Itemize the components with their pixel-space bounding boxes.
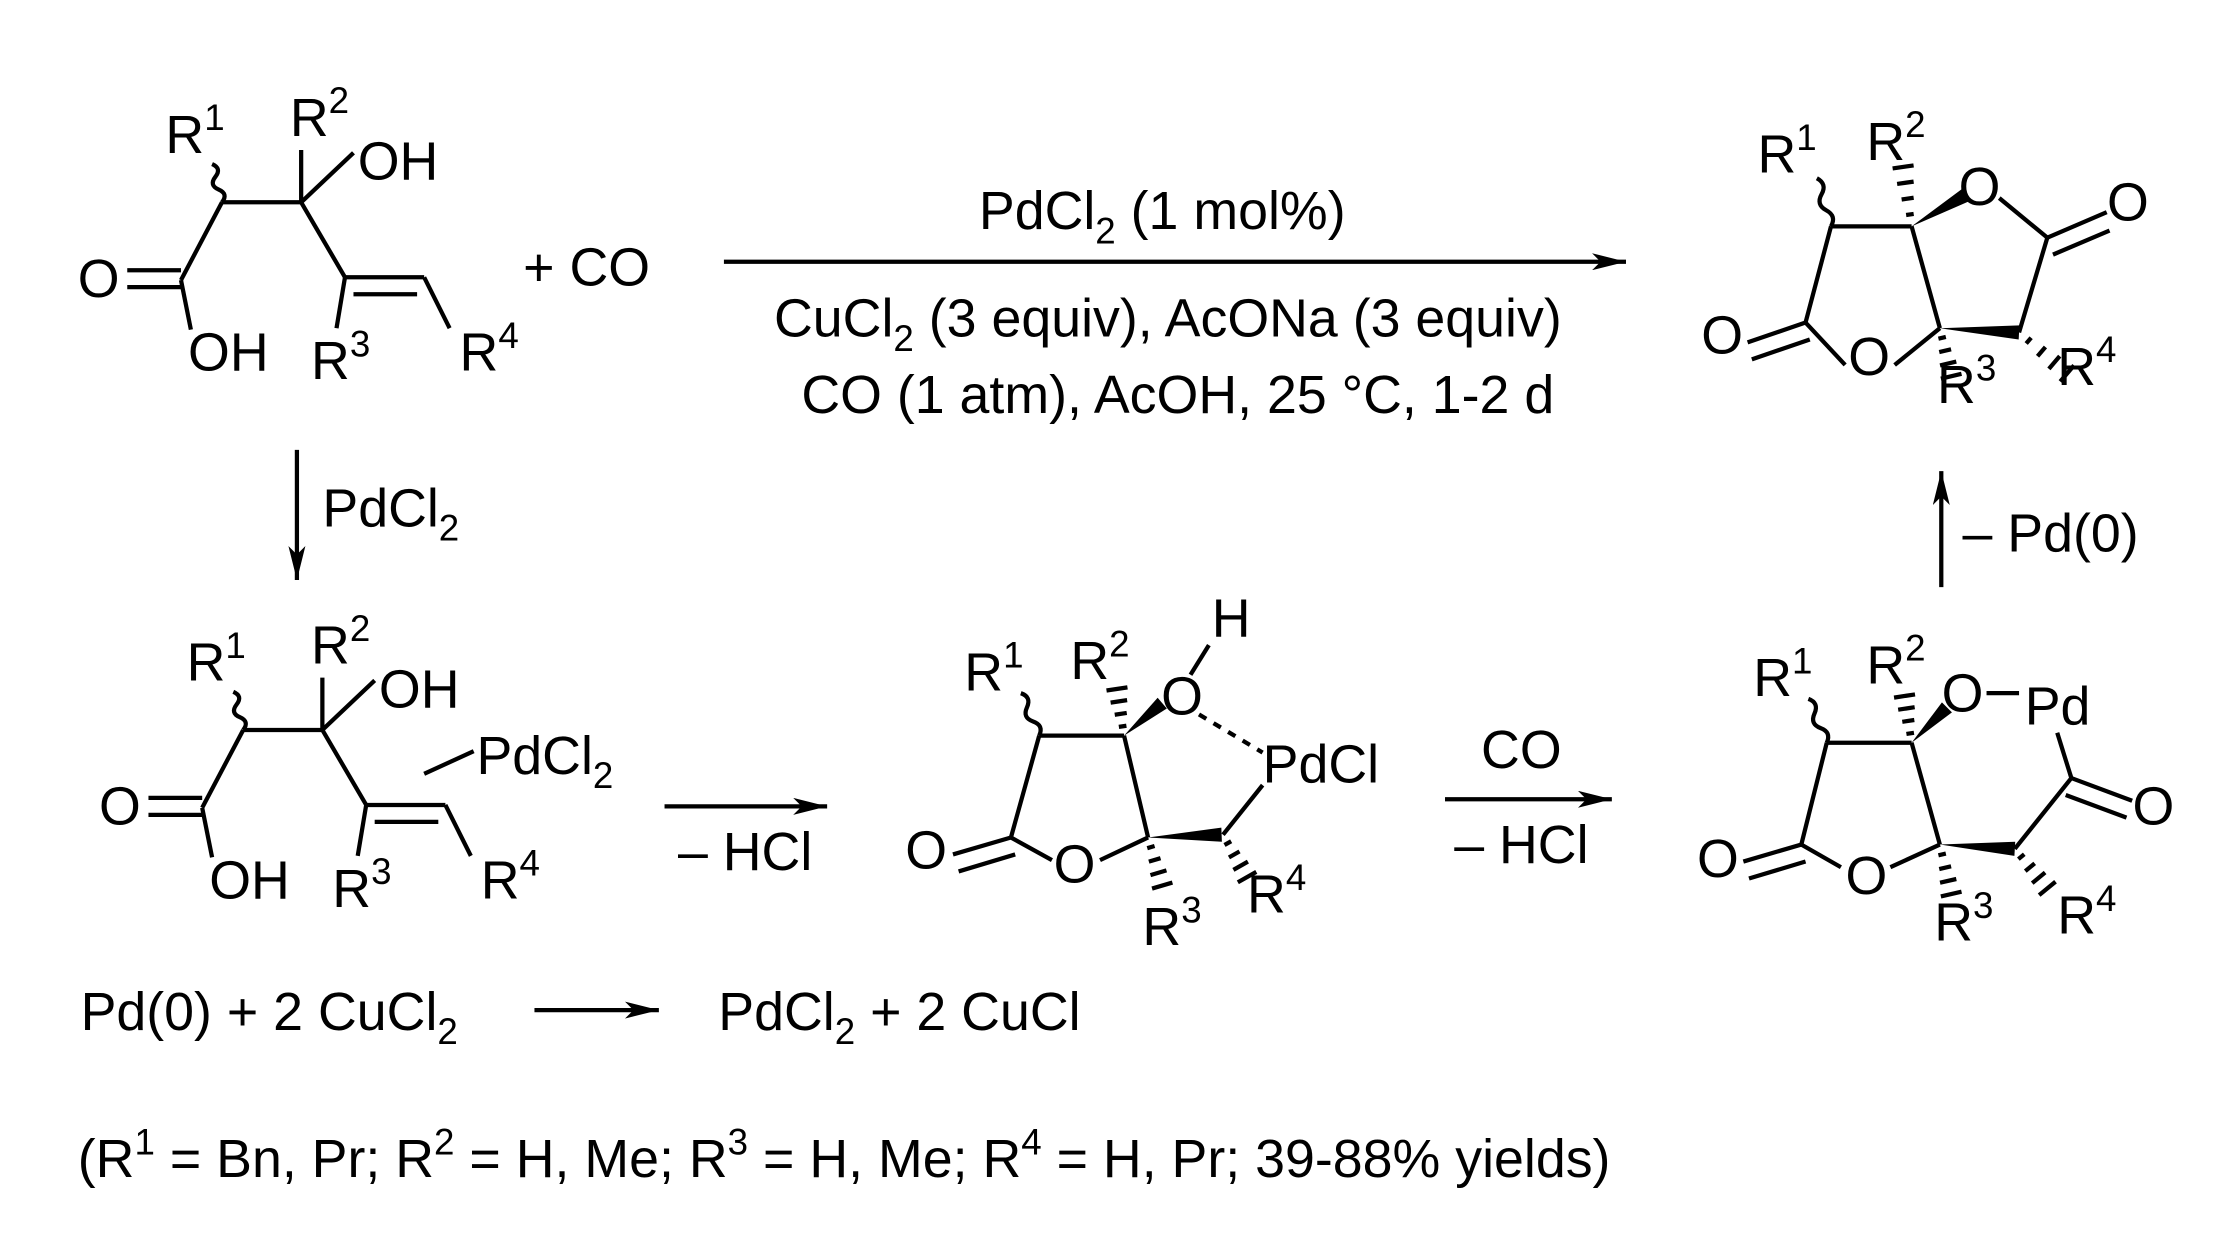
hashed-bond bbox=[2024, 336, 2076, 383]
wedge-bond bbox=[1911, 702, 1952, 743]
carbonyl-oxygen-label: O bbox=[2107, 173, 2149, 233]
r2-label: R2 bbox=[290, 80, 349, 148]
ring-oxygen-label: O bbox=[1959, 157, 2001, 217]
r1-label: R1 bbox=[1753, 640, 1812, 708]
pd-alkene-complex: PdCl2 R1 R2 OH O OH R3 R4 bbox=[99, 608, 613, 919]
wavy-bond bbox=[1815, 176, 1836, 228]
hydrogen-label: H bbox=[1212, 589, 1251, 649]
r1-label: R1 bbox=[187, 625, 246, 693]
starting-material: R1 R2 OH O OH R3 R4 bbox=[78, 80, 519, 391]
pd-label: Pd bbox=[2025, 676, 2091, 736]
carbonyl-oxygen-label: O bbox=[99, 777, 141, 837]
r3-label: R3 bbox=[1142, 889, 1201, 957]
regeneration-products: PdCl2 + 2 CuCl bbox=[718, 982, 1080, 1052]
ring-oxygen-label: O bbox=[1848, 327, 1890, 387]
step-pdcl2-label: PdCl2 bbox=[322, 478, 459, 548]
acid-oh-label: OH bbox=[209, 850, 290, 910]
carbonyl-oxygen-label: O bbox=[1697, 829, 1739, 889]
acyl-palladium-intermediate: R1 R2 O Pd O O O R3 R4 bbox=[1697, 628, 2174, 953]
r3-label: R3 bbox=[1934, 885, 1993, 953]
alkyl-palladium-intermediate: R1 R2 H O PdCl O O R3 R4 bbox=[905, 589, 1379, 957]
r1-label: R1 bbox=[1757, 117, 1816, 185]
bislactone-product: R1 R2 O O O O R3 R4 bbox=[1701, 104, 2149, 415]
hashed-bond bbox=[1937, 334, 1962, 381]
r4-label: R4 bbox=[481, 843, 540, 911]
condition-catalyst: PdCl2 (1 mol%) bbox=[979, 181, 1346, 251]
r4-label: R4 bbox=[460, 315, 519, 383]
carbonyl-oxygen-label: O bbox=[905, 821, 947, 881]
wavy-bond bbox=[1020, 691, 1043, 737]
r1-label: R1 bbox=[964, 635, 1023, 703]
condition-oxidant-base: CuCl2 (3 equiv), AcONa (3 equiv) bbox=[774, 289, 1562, 359]
wavy-bond bbox=[1807, 696, 1831, 744]
r3-label: R3 bbox=[311, 323, 370, 391]
ring-oxygen-label: O bbox=[1054, 835, 1096, 895]
wavy-bond bbox=[231, 689, 248, 732]
r1-label: R1 bbox=[165, 97, 224, 165]
hashed-bond bbox=[1892, 163, 1914, 218]
wedge-bond bbox=[1148, 827, 1222, 842]
hashed-bond bbox=[2017, 852, 2057, 897]
wedge-bond bbox=[1939, 841, 2016, 856]
step-co-hcl-label: – HCl bbox=[1454, 815, 1588, 875]
regeneration-reactants: Pd(0) + 2 CuCl2 bbox=[81, 982, 458, 1052]
carbonyl-oxygen-label: O bbox=[1701, 306, 1743, 366]
acid-oh-label: OH bbox=[188, 323, 269, 383]
wedge-bond bbox=[1939, 325, 2020, 340]
r3-label: R3 bbox=[332, 851, 391, 919]
r2-label: R2 bbox=[1070, 623, 1129, 691]
step-co-label: CO bbox=[1481, 720, 1562, 780]
r2-label: R2 bbox=[1866, 104, 1925, 172]
pdcl-label: PdCl bbox=[1263, 734, 1379, 794]
hashed-bond bbox=[1893, 692, 1916, 737]
plus-co: + CO bbox=[523, 238, 650, 298]
acyl-oxygen-label: O bbox=[2132, 777, 2174, 837]
r2-label: R2 bbox=[1866, 628, 1925, 696]
r3-label: R3 bbox=[1937, 348, 1996, 416]
hashed-bond bbox=[1223, 839, 1258, 885]
wedge-bond bbox=[1911, 189, 1969, 227]
ring-oxygen-label: O bbox=[1845, 846, 1887, 906]
hydroxyl-label: OH bbox=[379, 659, 460, 719]
r4-label: R4 bbox=[2057, 878, 2116, 946]
r4-label: R4 bbox=[2057, 329, 2116, 397]
hydroxyl-label: OH bbox=[358, 132, 439, 192]
substituent-footnote: (R1 = Bn, Pr; R2 = H, Me; R3 = H, Me; R4… bbox=[78, 1121, 1611, 1189]
r2-label: R2 bbox=[311, 608, 370, 676]
hashed-bond bbox=[1937, 851, 1962, 899]
hydroxyl-oxygen-label: O bbox=[1161, 666, 1203, 726]
step-hcl-label: – HCl bbox=[678, 822, 812, 882]
alkoxide-oxygen-label: O bbox=[1942, 664, 1984, 724]
wavy-bond bbox=[210, 162, 227, 204]
carbonyl-oxygen-label: O bbox=[78, 249, 120, 309]
pdcl2-label: PdCl2 bbox=[476, 726, 613, 796]
condition-co-solvent-temp: CO (1 atm), AcOH, 25 °C, 1-2 d bbox=[801, 365, 1554, 425]
hashed-bond bbox=[1106, 685, 1128, 729]
hashed-bond bbox=[1146, 843, 1174, 891]
wedge-bond bbox=[1124, 697, 1167, 736]
step-pd0-label: – Pd(0) bbox=[1962, 504, 2138, 564]
r4-label: R4 bbox=[1247, 857, 1306, 925]
